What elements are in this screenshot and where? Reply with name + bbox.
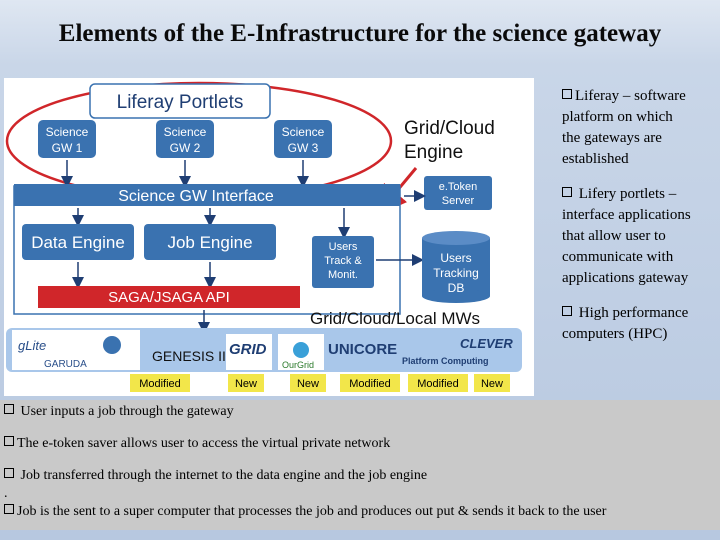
bullet-square-icon [562, 89, 572, 99]
logo-platform: Platform Computing [402, 356, 489, 366]
data-engine-box [22, 224, 134, 260]
logo-garuda: GARUDA [44, 359, 87, 370]
bullet-square-icon [4, 504, 14, 514]
svg-text:GW 3: GW 3 [288, 141, 319, 155]
gateway-1: Science GW 1 [38, 120, 96, 158]
note-line-3: Job transferred through the internet to … [4, 468, 427, 484]
logo-glite: gLite [18, 338, 46, 353]
svg-text:Science: Science [46, 125, 89, 139]
users-track-line1: Users [329, 241, 358, 253]
bullet-portlets-line2: interface applications [562, 207, 691, 223]
gateway-2: Science GW 2 [156, 120, 214, 158]
svg-text:GW 1: GW 1 [52, 141, 83, 155]
svg-text:Users: Users [440, 251, 471, 265]
tag-1: Modified [130, 374, 190, 392]
bullet-liferay-line4: established [562, 151, 629, 167]
bullet-portlets-line4: communicate with [562, 249, 674, 265]
svg-text:Modified: Modified [417, 378, 459, 390]
bullet-portlets-line1: Lifery portlets – [575, 186, 677, 202]
job-engine-box [144, 224, 276, 260]
slide-title: Elements of the E-Infrastructure for the… [58, 20, 662, 47]
bullet-hpc-line1: High performance [575, 305, 689, 321]
svg-text:Modified: Modified [349, 378, 391, 390]
liferay-portlets-box [89, 83, 271, 119]
logo-grid: GRID [229, 341, 267, 358]
bullet-square-icon [4, 436, 14, 446]
bottom-notes-panel: User inputs a job through the gateway Th… [0, 400, 720, 530]
etoken-line2: Server [442, 195, 475, 207]
bullet-portlets-line3: that allow user to [562, 228, 666, 244]
svg-text:GW 2: GW 2 [170, 141, 201, 155]
bullet-hpc: High performance computers (HPC) [562, 303, 718, 345]
gateway-3: Science GW 3 [274, 120, 332, 158]
logo-unicore: UNICORE [328, 341, 397, 358]
bullet-liferay-line2: platform on which [562, 109, 673, 125]
grid-cloud-engine-label-2: Engine [404, 142, 463, 163]
tag-3: New [290, 374, 326, 392]
job-engine-label: Job Engine [167, 233, 252, 252]
tag-6: New [474, 374, 510, 392]
bullet-liferay-line1: Liferay – software [575, 88, 686, 104]
users-track-box [312, 236, 374, 288]
bullet-portlets-line5: applications gateway [562, 270, 689, 286]
svg-text:Science: Science [282, 125, 325, 139]
tag-5: Modified [408, 374, 468, 392]
bullet-liferay-line3: the gateways are [562, 130, 662, 146]
logo-ourgrid: OurGrid [282, 360, 314, 370]
bullet-square-icon [562, 306, 572, 316]
etoken-line1: e.Token [439, 181, 478, 193]
grid-cloud-engine-label-1: Grid/Cloud [404, 118, 495, 139]
architecture-diagram: Liferay Portlets Science GW 1 Science GW… [4, 78, 534, 396]
bullet-square-icon [4, 468, 14, 478]
middleware-label: Grid/Cloud/Local MWs [310, 309, 480, 328]
science-gw-interface-bar [14, 184, 400, 206]
etoken-server-box [424, 176, 492, 210]
right-bullet-list: Liferay – software platform on which the… [562, 86, 718, 359]
bullet-square-icon [562, 187, 572, 197]
bullet-hpc-line2: computers (HPC) [562, 326, 668, 342]
users-track-line2: Track & [324, 255, 362, 267]
tag-4: Modified [340, 374, 400, 392]
note-line-5: Job is the sent to a super computer that… [4, 504, 606, 520]
svg-text:New: New [235, 378, 257, 390]
users-track-line3: Monit. [328, 269, 358, 281]
tag-2: New [228, 374, 264, 392]
logo-g-circle [103, 336, 121, 354]
bullet-square-icon [4, 404, 14, 414]
data-engine-label: Data Engine [31, 233, 125, 252]
logo-genesis: GENESIS II [152, 348, 226, 364]
saga-api-bar [38, 286, 300, 308]
note-line-4: . [4, 486, 8, 501]
svg-text:Modified: Modified [139, 378, 181, 390]
svg-text:New: New [481, 378, 503, 390]
svg-text:Science: Science [164, 125, 207, 139]
logo-ourgrid-mark [293, 342, 309, 358]
logo-grid-panel [226, 334, 272, 370]
svg-text:Tracking: Tracking [433, 266, 479, 280]
bullet-portlets: Lifery portlets – interface applications… [562, 184, 718, 289]
note-line-2: The e-token saver allows user to access … [4, 436, 390, 452]
liferay-portlets-label: Liferay Portlets [117, 92, 244, 113]
users-tracking-db: Users Tracking DB [422, 231, 490, 303]
svg-text:DB: DB [448, 281, 465, 295]
saga-api-label: SAGA/JSAGA API [108, 289, 230, 306]
bullet-liferay: Liferay – software platform on which the… [562, 86, 718, 170]
note-line-1: User inputs a job through the gateway [4, 404, 234, 420]
science-gw-interface-label: Science GW Interface [118, 188, 274, 205]
svg-text:New: New [297, 378, 319, 390]
logo-clever: CLEVER [460, 336, 513, 351]
